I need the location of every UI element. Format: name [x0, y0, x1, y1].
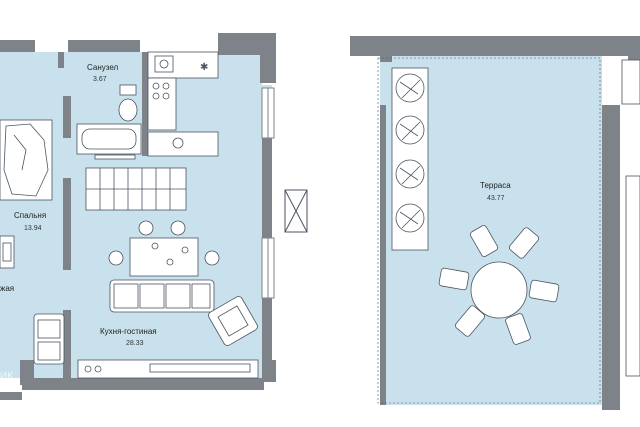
armchair — [208, 296, 258, 346]
room-name-living-kitchen: Кухня-гостиная — [100, 327, 157, 336]
bedroom-cabinet — [0, 235, 15, 269]
bottom-counter — [77, 359, 259, 379]
partial-right — [621, 59, 640, 377]
dining-set — [108, 220, 220, 277]
room-area-bathroom: 3.67 — [93, 76, 107, 83]
room-name-bedroom: Спальня — [14, 211, 47, 220]
room-area-terrace: 43.77 — [487, 195, 505, 202]
exterior-unit — [284, 189, 308, 233]
sun-loungers — [391, 67, 429, 251]
room-name-bathroom: Санузел — [87, 63, 119, 72]
bed — [0, 119, 53, 201]
walls-right — [350, 36, 640, 410]
stairs — [85, 167, 187, 211]
kitchen-counter: ✱ — [147, 51, 219, 157]
walls-left — [0, 33, 276, 400]
sofa — [109, 279, 215, 313]
terrace-dashed-outline — [377, 57, 601, 404]
lower-armchair — [33, 313, 65, 365]
svg-text:✱: ✱ — [200, 62, 208, 73]
room-area-living-kitchen: 28.33 — [126, 340, 144, 347]
room-name-terrace: Терраса — [480, 181, 511, 190]
bathroom-fixtures — [76, 84, 142, 160]
windows-left — [261, 87, 275, 360]
room-area-bedroom: 13.94 — [24, 225, 42, 232]
room-name-partial: жая — [0, 284, 15, 293]
watermark: ИК — [0, 371, 14, 382]
round-table — [438, 225, 560, 345]
